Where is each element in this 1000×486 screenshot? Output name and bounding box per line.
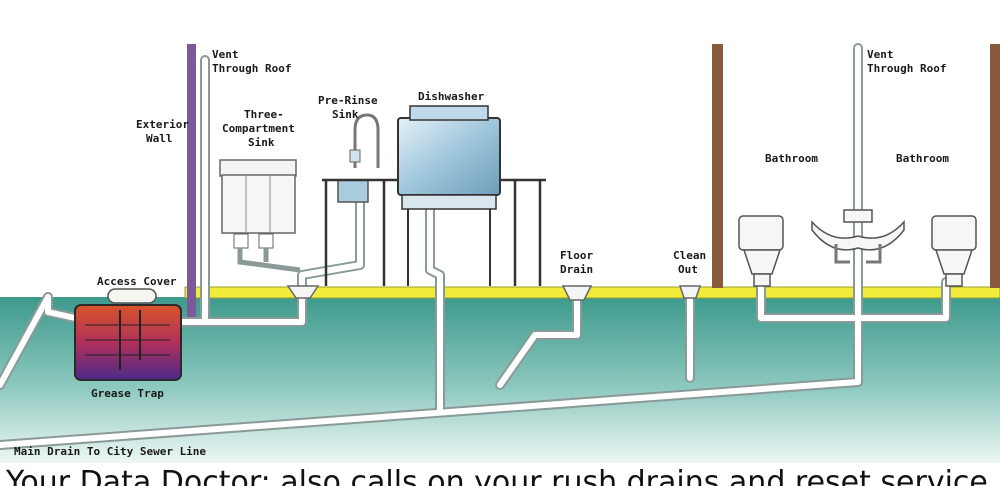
label-grease-trap: Grease Trap [91, 387, 164, 400]
wall-stud-right [990, 44, 1000, 288]
caption-text: Your Data Doctor: also calls on your rus… [6, 465, 988, 486]
label-bathroom-left: Bathroom [765, 152, 818, 165]
clean-out [678, 285, 702, 299]
label-dishwasher: Dishwasher [418, 90, 485, 103]
access-cover[interactable] [107, 288, 157, 304]
dishwasher [397, 105, 501, 286]
label-access-cover: Access Cover [97, 275, 177, 288]
exterior-wall [187, 44, 196, 320]
grease-trap [74, 304, 182, 381]
lavatory-sinks [811, 209, 905, 264]
pre-rinse-sink [337, 113, 380, 203]
drain-pipes [0, 43, 951, 450]
label-main-drain: Main Drain To City Sewer Line [14, 445, 206, 458]
wall-stud-center [712, 44, 723, 288]
toilet-left [738, 215, 784, 287]
three-compartment-sink [219, 159, 301, 273]
floor-drain [561, 285, 593, 301]
sink-floor-sink [286, 285, 320, 299]
label-bathroom-right: Bathroom [896, 152, 949, 165]
toilet-right [931, 215, 977, 287]
floor-slab [184, 286, 1000, 299]
